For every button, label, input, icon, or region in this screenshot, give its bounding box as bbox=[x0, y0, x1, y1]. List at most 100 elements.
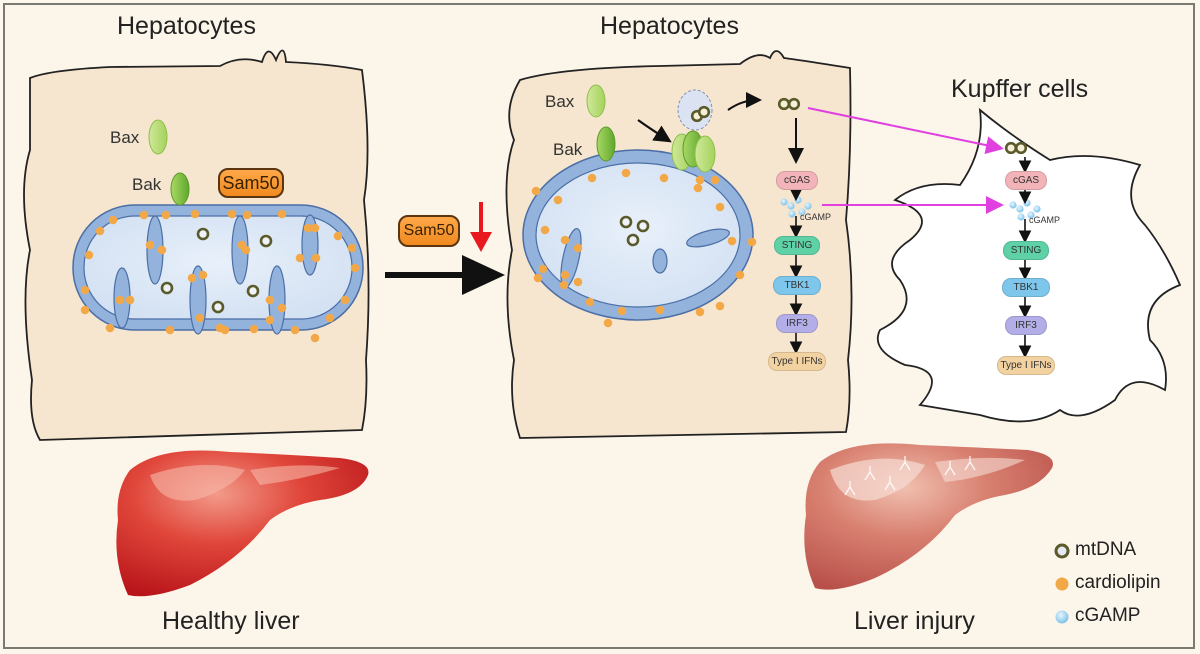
hepatocyte-node-sting: STING bbox=[774, 236, 820, 255]
cardiolipin-dot bbox=[659, 173, 669, 183]
cardiolipin-dot bbox=[125, 295, 135, 305]
mtdna-ring bbox=[160, 281, 174, 295]
cardiolipin-dot bbox=[553, 195, 563, 205]
cardiolipin-dot bbox=[165, 325, 175, 335]
healthy-hepatocytes-title: Hepatocytes bbox=[117, 12, 256, 40]
cardiolipin-dot bbox=[145, 240, 155, 250]
cardiolipin-dot bbox=[190, 209, 200, 219]
cardiolipin-dot bbox=[95, 226, 105, 236]
legend-cgamp: cGAMP bbox=[1075, 605, 1141, 626]
cardiolipin-dot bbox=[195, 313, 205, 323]
cgamp-particle bbox=[1027, 211, 1035, 219]
bax-label-healthy: Bax bbox=[110, 128, 140, 147]
sam50-decrease-label: Sam50 bbox=[398, 215, 460, 247]
healthy-liver-image bbox=[116, 450, 369, 597]
cardiolipin-dot bbox=[242, 210, 252, 220]
kupffer-node-sting: STING bbox=[1003, 241, 1049, 260]
cardiolipin-dot bbox=[531, 186, 541, 196]
cardiolipin-dot bbox=[333, 231, 343, 241]
injured-liver-image bbox=[804, 443, 1053, 590]
cardiolipin-dot bbox=[295, 253, 305, 263]
cardiolipin-dot bbox=[325, 313, 335, 323]
cardiolipin-dot bbox=[198, 270, 208, 280]
cardiolipin-dot bbox=[533, 273, 543, 283]
legend-cgamp-icon bbox=[1055, 610, 1069, 624]
kupffer-cgamp-label: cGAMP bbox=[1029, 215, 1061, 225]
hepatocyte-node-irf3: IRF3 bbox=[776, 314, 818, 333]
mtdna-ring bbox=[787, 97, 801, 111]
cardiolipin-dot bbox=[290, 325, 300, 335]
cardiolipin-dot bbox=[161, 210, 171, 220]
mtdna-rings bbox=[160, 97, 1028, 314]
oligomerize-arrow bbox=[637, 119, 672, 143]
cardiolipin-dot bbox=[340, 295, 350, 305]
cardiolipin-dot bbox=[621, 168, 631, 178]
mtdna-ring bbox=[777, 97, 791, 111]
decrease-arrowhead bbox=[470, 232, 492, 252]
pathway-arrows bbox=[789, 157, 1032, 359]
liver-injury-label: Liver injury bbox=[854, 607, 975, 635]
cgamp-particle bbox=[1017, 213, 1025, 221]
sam50-protein-healthy: Sam50 bbox=[218, 168, 284, 198]
mtdna-ring bbox=[636, 219, 650, 233]
bak-protein-injured bbox=[596, 126, 616, 162]
legend-cardiolipin: cardiolipin bbox=[1075, 572, 1161, 593]
mtdna-ring bbox=[626, 233, 640, 247]
cardiolipin-dot bbox=[277, 209, 287, 219]
cgamp-particle bbox=[1033, 205, 1041, 213]
mtdna-ring bbox=[619, 215, 633, 229]
mtdna-ring bbox=[246, 284, 260, 298]
kupffer-node-type-i-ifns: Type I IFNs bbox=[997, 356, 1055, 375]
cardiolipin-dots bbox=[80, 168, 757, 343]
cardiolipin-dot bbox=[715, 202, 725, 212]
healthy-mitochondrion bbox=[72, 204, 364, 335]
mtdna-transfer-arrow bbox=[807, 107, 1004, 154]
cardiolipin-dot bbox=[265, 315, 275, 325]
cardiolipin-dot bbox=[538, 264, 548, 274]
release-arrow bbox=[727, 92, 762, 111]
cardiolipin-dot bbox=[265, 295, 275, 305]
cardiolipin-dot bbox=[139, 210, 149, 220]
mtdna-ring bbox=[259, 234, 273, 248]
cardiolipin-dot bbox=[310, 333, 320, 343]
cardiolipin-dot bbox=[695, 307, 705, 317]
kupffer-node-cgas: cGAS bbox=[1005, 171, 1047, 190]
cgamp-particle bbox=[1009, 201, 1017, 209]
cardiolipin-dot bbox=[310, 223, 320, 233]
cardiolipin-dot bbox=[560, 235, 570, 245]
cardiolipin-dot bbox=[115, 295, 125, 305]
cardiolipin-dot bbox=[617, 306, 627, 316]
cardiolipin-dot bbox=[735, 270, 745, 280]
mtdna-ring bbox=[1014, 141, 1028, 155]
bak-label-healthy: Bak bbox=[132, 175, 162, 194]
kupffer-cell bbox=[876, 107, 1182, 423]
cardiolipin-dot bbox=[695, 175, 705, 185]
cardiolipin-dot bbox=[710, 175, 720, 185]
cardiolipin-dot bbox=[585, 297, 595, 307]
mtdna-ring bbox=[697, 105, 711, 119]
cardiolipin-dot bbox=[715, 301, 725, 311]
bax-protein-healthy bbox=[148, 119, 168, 155]
cardiolipin-dot bbox=[560, 270, 570, 280]
hepatocyte-node-type-i-ifns: Type I IFNs bbox=[768, 352, 826, 371]
kupffer-node-tbk1: TBK1 bbox=[1002, 278, 1050, 297]
cardiolipin-dot bbox=[347, 243, 357, 253]
bax-bak-pore bbox=[671, 89, 716, 173]
cardiolipin-dot bbox=[80, 285, 90, 295]
cardiolipin-dot bbox=[559, 280, 569, 290]
legend-cardiolipin-icon bbox=[1055, 577, 1069, 591]
cardiolipin-dot bbox=[540, 225, 550, 235]
cardiolipin-dot bbox=[220, 325, 230, 335]
bak-label-injured: Bak bbox=[553, 140, 583, 159]
cardiolipin-dot bbox=[157, 245, 167, 255]
cardiolipin-dot bbox=[249, 324, 259, 334]
hepatocyte-cgamp-label: cGAMP bbox=[800, 212, 832, 222]
cardiolipin-dot bbox=[105, 323, 115, 333]
kupffer-cells-title: Kupffer cells bbox=[951, 75, 1089, 103]
cardiolipin-dot bbox=[277, 303, 287, 313]
injured-hepatocytes-title: Hepatocytes bbox=[600, 12, 739, 40]
cgamp-particle bbox=[787, 202, 795, 210]
bax-protein-injured bbox=[586, 84, 606, 118]
healthy-liver-label: Healthy liver bbox=[162, 607, 300, 635]
